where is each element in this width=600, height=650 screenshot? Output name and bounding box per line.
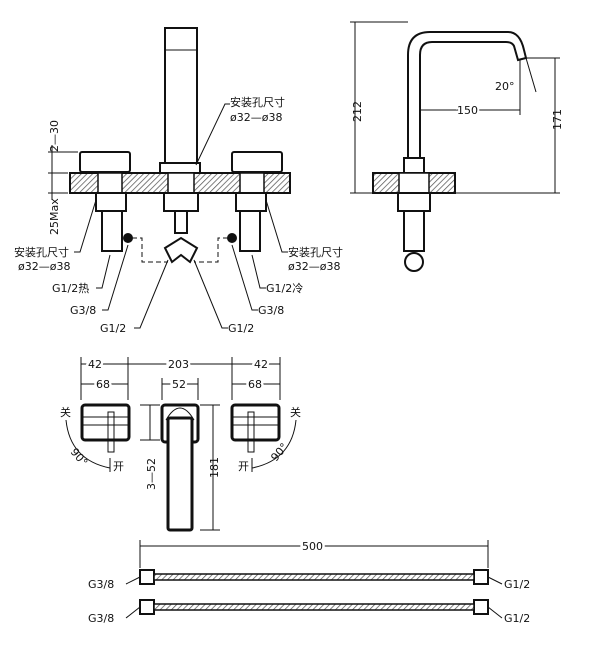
dim-52: 52	[172, 378, 186, 391]
right-valve-body	[235, 192, 267, 212]
dim-68-left: 68	[96, 378, 110, 391]
left-valve-body	[95, 192, 127, 212]
y-connector	[163, 236, 199, 264]
hose2-left-label: G3/8	[88, 612, 114, 625]
dim-68-right: 68	[248, 378, 262, 391]
angle-90-left: 90°	[68, 446, 90, 469]
hoses: 500 G3/8 G1/2 G3/8 G1/2	[88, 538, 530, 626]
open-label-left: 开	[113, 460, 124, 473]
spout-base	[159, 162, 201, 174]
dim-3-52: 3—52	[145, 458, 158, 490]
right-g12-label: G1/2	[228, 322, 254, 335]
spout-column	[164, 27, 198, 166]
top-view: 42 203 42 68 52 68 3—52 181 关 关 开 开	[60, 356, 301, 532]
dim-2-30: 2—30	[48, 120, 61, 152]
left-g12-label: G1/2	[100, 322, 126, 335]
dim-150: 150	[457, 104, 478, 117]
dim-25max: 25Max	[48, 198, 61, 235]
install-hole-label-top: 安装孔尺寸	[230, 95, 285, 109]
hose-1: G3/8 G1/2	[88, 569, 530, 591]
install-hole-size-top: ø32—ø38	[230, 111, 282, 124]
spout	[407, 31, 528, 160]
right-angle-valve-knob	[227, 233, 237, 243]
hot-inlet-label: G1/2热	[52, 282, 89, 295]
dim-181: 181	[208, 457, 221, 478]
install-hole-label-left: 安装孔尺寸	[14, 245, 69, 259]
close-label-left: 关	[60, 405, 71, 419]
right-valve-stem	[239, 210, 261, 252]
dim-42-right: 42	[254, 358, 268, 371]
right-handle	[231, 151, 283, 173]
right-g38-label: G3/8	[258, 304, 284, 317]
open-label-right: 开	[238, 460, 249, 473]
dim-203: 203	[168, 358, 189, 371]
cold-inlet-label: G1/2冷	[266, 282, 303, 295]
left-handle-top	[80, 403, 131, 442]
dim-171: 171	[551, 109, 564, 130]
hose1-left-label: G3/8	[88, 578, 114, 591]
hose-length: 500	[302, 540, 323, 553]
left-g38-label: G3/8	[70, 304, 96, 317]
dim-42-left: 42	[88, 358, 102, 371]
hose2-right-label: G1/2	[504, 612, 530, 625]
center-body	[163, 192, 199, 212]
close-label-right: 关	[290, 405, 301, 419]
front-view: 2—30 25Max 安装孔尺寸 ø32—ø38 安装孔尺寸 ø32—ø38 安…	[14, 27, 343, 335]
install-hole-size-left: ø32—ø38	[18, 260, 70, 273]
install-hole-label-right: 安装孔尺寸	[288, 245, 343, 259]
hose1-right-label: G1/2	[504, 578, 530, 591]
spout-top	[166, 416, 194, 532]
hose-2: G3/8 G1/2	[88, 599, 530, 625]
right-handle-top	[230, 403, 281, 442]
angle-20: 20°	[495, 80, 515, 93]
left-valve-stem	[101, 210, 123, 252]
dim-212: 212	[351, 101, 364, 122]
side-view: 212 150 171 20°	[350, 21, 564, 272]
install-hole-size-right: ø32—ø38	[288, 260, 340, 273]
left-handle	[79, 151, 131, 173]
left-angle-valve-knob	[123, 233, 133, 243]
